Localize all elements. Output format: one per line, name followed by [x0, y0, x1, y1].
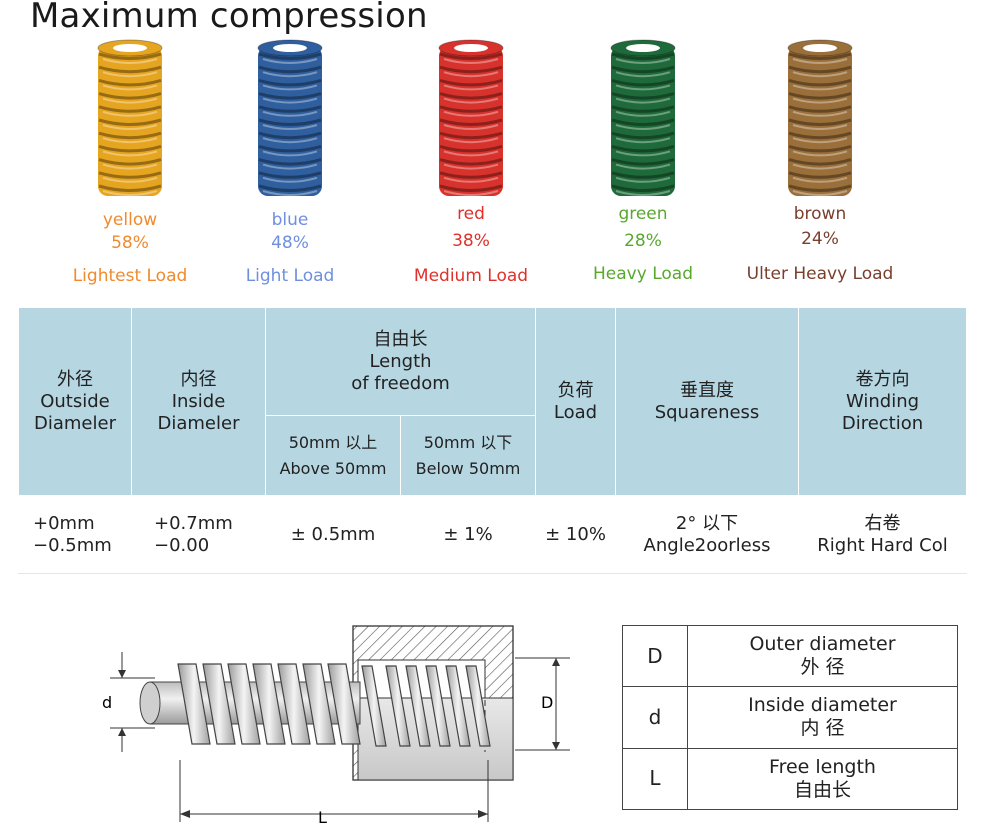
- diagram-L-label: L: [318, 808, 327, 825]
- coil-turn: [385, 665, 411, 747]
- legend-symbol: L: [622, 747, 688, 811]
- spring-percent-label: 28%: [624, 231, 662, 251]
- spring-load-label: Medium Load: [413, 266, 529, 286]
- legend-symbol: D: [622, 624, 688, 688]
- spring-load-label: Lightest Load: [72, 266, 188, 286]
- diagram-d-label: d: [102, 693, 112, 712]
- coil-turn: [177, 663, 211, 745]
- spec-table: 外径 Outside Diameler 内径 Inside Diameler 自…: [18, 307, 968, 574]
- header-inside-diameter: 内径 Inside Diameler: [131, 307, 266, 496]
- spring-color-label: red: [457, 204, 485, 224]
- spring-color-label: green: [618, 204, 668, 224]
- spring-card-red: red 38% Medium Load: [396, 38, 546, 288]
- spring-percent-label: 48%: [271, 233, 309, 253]
- coil-turn: [252, 663, 286, 745]
- spring-yellow-image: [97, 39, 163, 196]
- header-outside-diameter: 外径 Outside Diameler: [18, 307, 132, 496]
- coil-turn: [465, 665, 491, 747]
- value-below-50mm: ± 1%: [399, 495, 537, 574]
- spring-load-label: Light Load: [245, 266, 335, 286]
- value-outside-diameter: +0mm −0.5mm: [18, 495, 132, 574]
- coil-turn: [277, 663, 311, 745]
- value-inside-diameter: +0.7mm −0.00: [131, 495, 266, 574]
- value-squareness: 2° 以下 Angle2oorless: [615, 495, 800, 574]
- spring-card-green: green 28% Heavy Load: [575, 38, 711, 288]
- header-free-length: 自由长 Length of freedom: [264, 307, 537, 416]
- spring-percent-label: 38%: [452, 231, 490, 251]
- spring-load-label: Ulter Heavy Load: [746, 264, 894, 284]
- coil-turn: [227, 663, 261, 745]
- spring-card-brown: brown 24% Ulter Heavy Load: [735, 38, 905, 288]
- spring-card-blue: blue 48% Light Load: [222, 38, 358, 288]
- spring-brown-image: [787, 39, 853, 196]
- spring-percent-label: 24%: [801, 229, 839, 249]
- header-winding-direction: 卷方向 Winding Direction: [798, 307, 968, 496]
- spring-red-image: [438, 39, 504, 196]
- coil-turn: [327, 663, 361, 745]
- value-above-50mm: ± 0.5mm: [265, 495, 401, 574]
- spring-load-label: Heavy Load: [593, 264, 693, 284]
- spring-green-image: [610, 39, 676, 196]
- coil-turn: [302, 663, 336, 745]
- diagram-D-label: D: [541, 693, 553, 712]
- spring-blue-image: [257, 39, 323, 196]
- coil-turn: [361, 665, 387, 747]
- coil-turn: [202, 663, 236, 745]
- spring-color-label: blue: [271, 210, 309, 230]
- spring-percent-label: 58%: [111, 233, 149, 253]
- legend-symbol: d: [622, 686, 688, 749]
- header-squareness: 垂直度 Squareness: [615, 307, 800, 496]
- spring-dimension-diagram: d D L: [102, 625, 570, 825]
- header-above-50mm: 50mm 以上 Above 50mm: [265, 415, 401, 496]
- header-below-50mm: 50mm 以下 Below 50mm: [399, 415, 537, 496]
- coil-turn: [425, 665, 451, 747]
- coil-turn: [445, 665, 471, 747]
- coil-turn: [405, 665, 431, 747]
- page-title: Maximum compression: [30, 0, 428, 36]
- value-winding-direction: 右卷 Right Hard Col: [798, 495, 968, 574]
- value-load: ± 10%: [535, 495, 617, 574]
- spring-color-label: brown: [793, 204, 847, 224]
- spring-color-label: yellow: [102, 210, 158, 230]
- spring-card-yellow: yellow 58% Lightest Load: [60, 38, 200, 288]
- header-load: 负荷 Load: [535, 307, 617, 496]
